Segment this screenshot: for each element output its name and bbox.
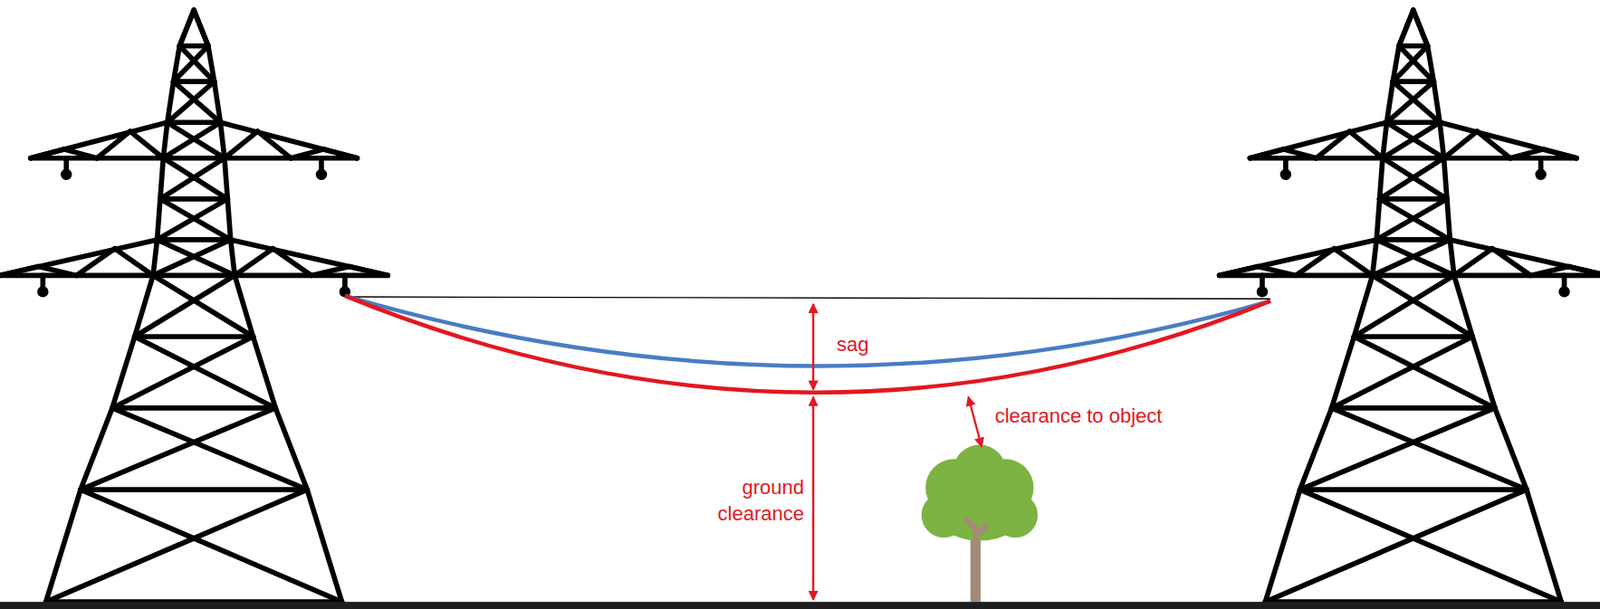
lattice-tower [1219,9,1600,603]
ground-clearance-label: ground clearance [702,475,805,527]
ground-bar [0,602,1600,609]
lattice-tower [0,9,388,603]
sag-arrow [812,304,815,391]
conductor-cold [344,296,1271,367]
conductor-hot [344,296,1271,393]
object-clearance-label: clearance to object [995,403,1163,431]
object-clearance-arrow [967,397,982,448]
ground-clearance-arrow [812,397,815,601]
reference-line [344,297,1271,299]
sag-label: sag [836,332,869,359]
tree [921,445,1038,604]
